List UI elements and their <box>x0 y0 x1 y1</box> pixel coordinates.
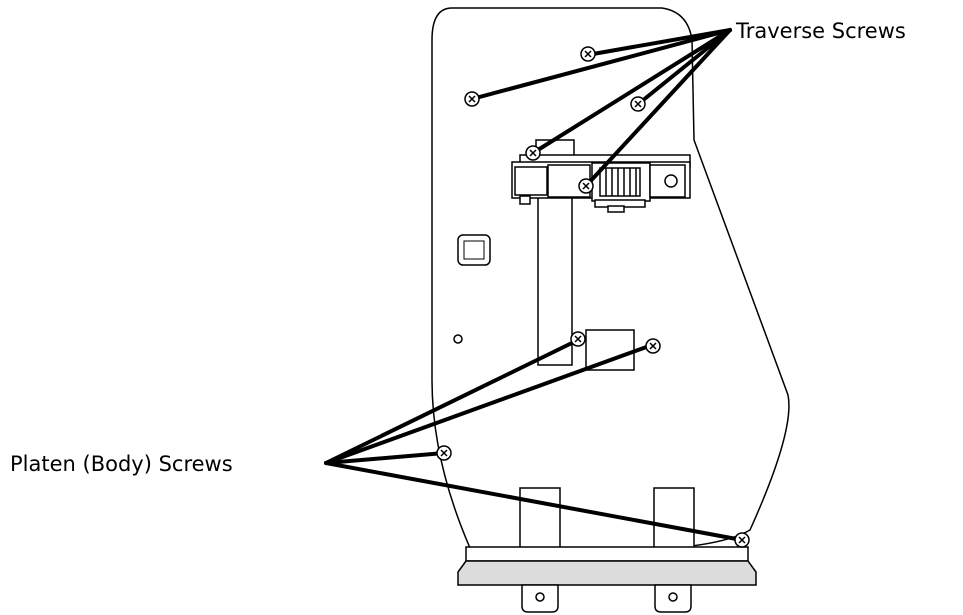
traverse-leaders <box>470 28 732 188</box>
screw-icon <box>580 46 596 62</box>
platen-leaders <box>324 339 744 542</box>
screw-icon <box>464 91 480 107</box>
square-feature <box>457 234 491 266</box>
screw-icon <box>525 145 541 161</box>
screw-icon <box>570 331 586 347</box>
ribbon-strip <box>537 194 573 366</box>
tab-left <box>521 584 559 613</box>
platen-screws-label: Platen (Body) Screws <box>10 452 233 476</box>
platen-plate <box>431 7 790 553</box>
tab-right <box>654 584 692 613</box>
connector-block <box>585 329 635 371</box>
bracket-left <box>519 487 561 554</box>
bottom-bar <box>457 546 757 586</box>
hole <box>453 334 463 344</box>
screw-icon <box>578 178 594 194</box>
traverse-screws-label: Traverse Screws <box>735 19 906 43</box>
screw-icon <box>734 532 750 548</box>
square-feature-inner <box>463 240 485 260</box>
bracket-right <box>653 487 695 554</box>
screw-icon <box>630 96 646 112</box>
screw-icon <box>645 338 661 354</box>
screw-icon <box>436 445 452 461</box>
